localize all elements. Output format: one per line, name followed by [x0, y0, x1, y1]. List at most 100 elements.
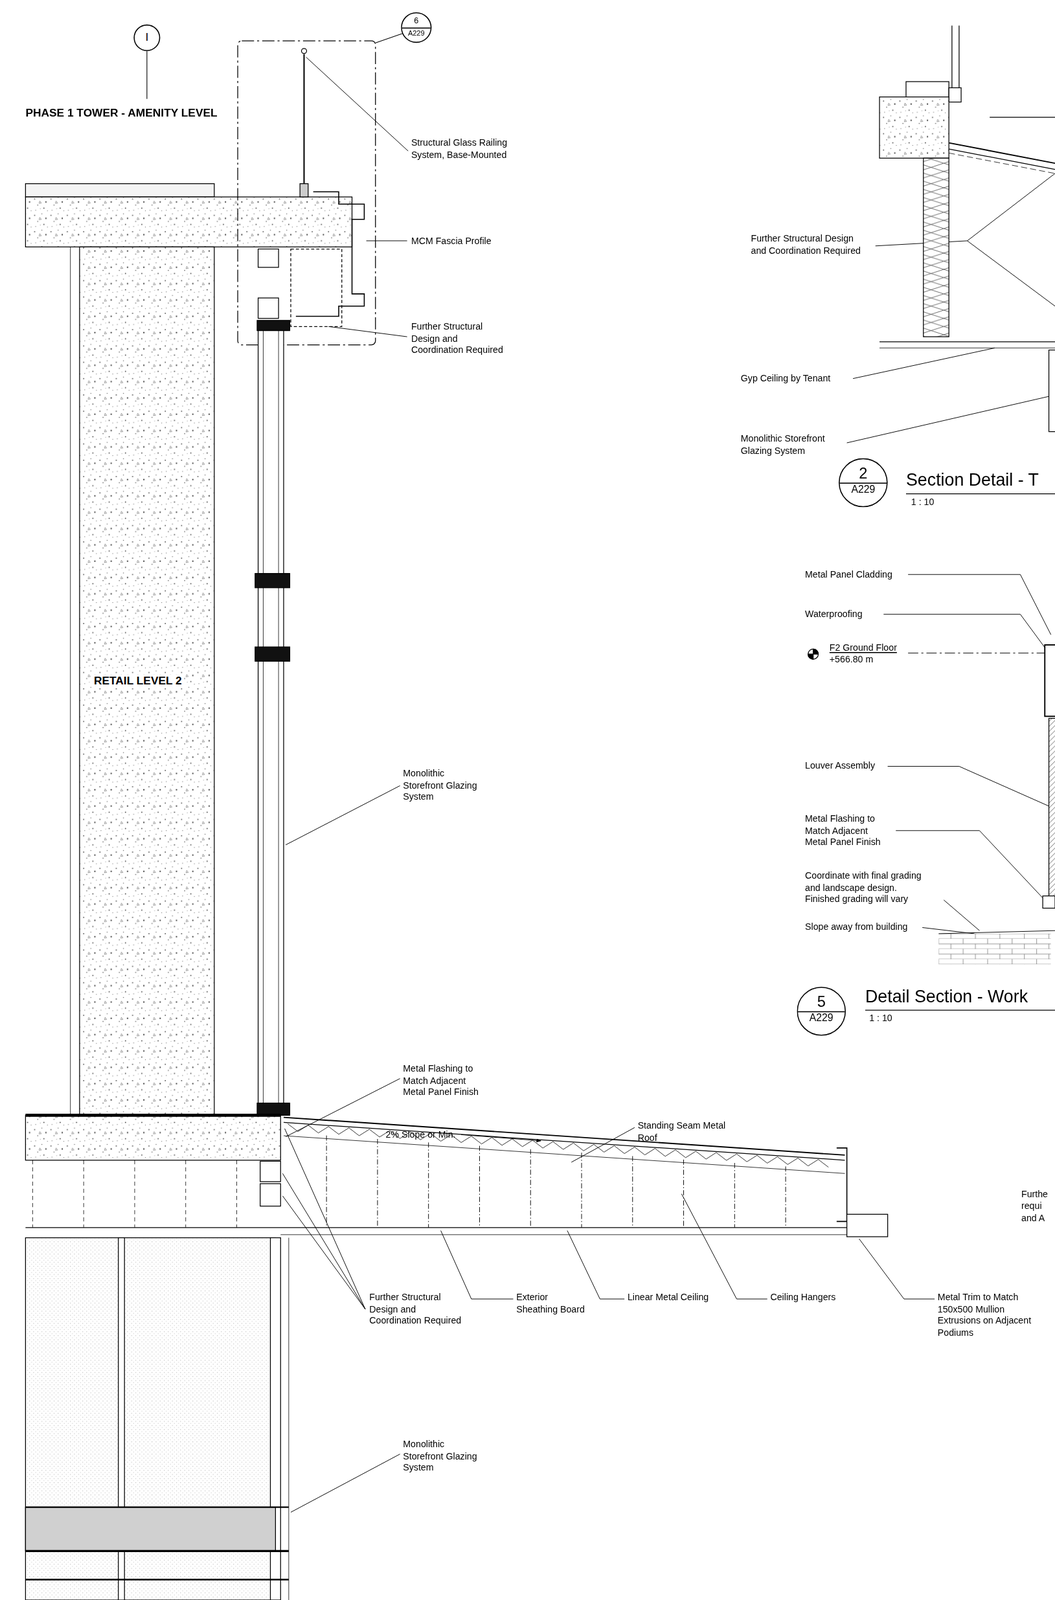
detail-scale-text: 1 : 10: [911, 496, 934, 509]
callout-note-text: Linear Metal Ceiling: [627, 1292, 709, 1304]
right-sections-part: [865, 1010, 1055, 1011]
left-section-part: [79, 246, 215, 1116]
left-section-part: [25, 1227, 888, 1228]
callout-note: Monolithic Storefront Glazing System: [402, 768, 483, 804]
right-sections-part: [906, 493, 1055, 495]
callout-divider: [402, 27, 431, 29]
right-sections-part: [879, 347, 1055, 349]
ceiling-hanger: [683, 1159, 684, 1228]
left-section-part: [258, 330, 284, 1116]
level-elevation: +566.80 m: [829, 654, 874, 666]
callout-number: 5: [797, 994, 845, 1010]
right-sections-part: [907, 652, 1055, 654]
callout-note: Gyp Ceiling by Tenant: [740, 373, 831, 386]
roof-deck: [287, 1124, 829, 1168]
leader-lines-part: [847, 395, 1052, 443]
left-section-part: [847, 1214, 888, 1237]
left-section-part: [280, 1234, 888, 1236]
callout-note: Louver Assembly: [805, 760, 875, 772]
detail-scale: 1 : 10: [911, 496, 934, 509]
leader-lines-part: [290, 1454, 401, 1513]
callout-note-text: Furthe: [1021, 1189, 1048, 1201]
callout-note: Further Structural Design and Coordinati…: [369, 1292, 467, 1328]
callout-number: 2: [839, 465, 887, 481]
leader-lines-part: [681, 1194, 767, 1300]
ceiling-hanger: [326, 1135, 328, 1228]
callout-note: Waterproofing: [805, 609, 863, 622]
left-section-part: [255, 646, 291, 662]
left-section-part: [258, 297, 280, 319]
callout-bubble: 2A229: [838, 458, 888, 508]
callout-divider: [797, 1010, 845, 1013]
level-name: RETAIL LEVEL 2: [91, 674, 184, 688]
left-section-part-part: [134, 1160, 135, 1228]
leader-lines-part: [895, 830, 1043, 899]
detail-scale: 1 : 10: [869, 1013, 892, 1026]
leader-lines-part: [571, 1127, 635, 1163]
ceiling-hanger: [428, 1142, 429, 1228]
right-sections-part: [1049, 718, 1055, 898]
left-section-part: [69, 246, 71, 1116]
callout-note: MCM Fascia Profile: [411, 235, 492, 248]
right-sections-part: [1049, 350, 1055, 432]
callout-note-text: Metal Flashing to Match Adjacent Metal P…: [402, 1063, 485, 1099]
callout-bubble: 5A229: [796, 986, 846, 1037]
leader-lines-part: [306, 56, 409, 151]
left-section-part: [237, 40, 376, 346]
callout-note-text: Metal Panel Cladding: [805, 569, 893, 581]
ceiling-hanger: [479, 1146, 480, 1228]
leader-lines-part: [883, 614, 1049, 654]
leader-lines-part: [907, 574, 1052, 635]
callout-note-text: Metal Flashing to Match Adjacent Metal P…: [805, 813, 887, 849]
left-section-part: [25, 1550, 289, 1553]
callout-note: Slope away from building: [805, 921, 908, 934]
callout-note-text: Monolithic Storefront Glazing System: [402, 1439, 483, 1475]
level-name: PHASE 1 TOWER - AMENITY LEVEL: [25, 106, 217, 120]
right-sections-part: [808, 648, 819, 660]
callout-note: Metal Panel Cladding: [805, 569, 893, 581]
leader-lines-part: [567, 1231, 625, 1300]
left-section-part: [260, 1183, 282, 1207]
leader-lines-part: [887, 766, 1050, 806]
callout-note-text: Further Structural Design and Coordinati…: [411, 321, 509, 357]
callout-note: Linear Metal Ceiling: [627, 1292, 709, 1304]
left-section-part-part: [185, 1160, 186, 1228]
callout-note: Metal Flashing to Match Adjacent Metal P…: [402, 1063, 485, 1099]
left-section-part: [836, 1148, 848, 1222]
left-section: [25, 33, 888, 1600]
ceiling-hanger: [530, 1149, 532, 1228]
slope-note-text: 2% Slope or Min.: [385, 1130, 456, 1142]
left-section-part: [25, 1506, 289, 1508]
right-sections-part: [938, 930, 1055, 934]
callout-note: Furthe: [1021, 1189, 1048, 1201]
callout-note: Metal Flashing to Match Adjacent Metal P…: [805, 813, 887, 849]
callout-note-text: Louver Assembly: [805, 760, 875, 772]
callout-bubble: 6A229: [400, 12, 432, 43]
callout-note: Structural Glass Railing System, Base-Mo…: [411, 137, 526, 162]
callout-note-text: requi: [1021, 1201, 1043, 1214]
callout-note-text: Waterproofing: [805, 609, 863, 622]
level-name-text: RETAIL LEVEL 2: [91, 674, 184, 688]
left-section-part: [25, 1113, 281, 1118]
right-sections-part: [1044, 645, 1055, 717]
left-section-part: [146, 51, 148, 100]
right-sections-part: [1042, 896, 1055, 909]
ceiling-hanger: [376, 1139, 378, 1228]
ceiling-hanger: [581, 1152, 583, 1228]
callout-note: Standing Seam Metal Roof: [637, 1120, 732, 1144]
right-sections-part: [938, 933, 1051, 965]
leader-lines-part: [852, 347, 995, 379]
leader-lines-part: [943, 900, 980, 931]
level-name: F2 Ground Floor: [829, 643, 897, 655]
level-name-text: PHASE 1 TOWER - AMENITY LEVEL: [25, 106, 217, 120]
left-section-part: [25, 1507, 276, 1552]
leader-lines-part: [282, 1173, 366, 1310]
left-section-part: [25, 1115, 281, 1160]
left-section-part: [303, 54, 305, 184]
callout-note: Further Structural Design and Coordinati…: [751, 233, 864, 258]
leader-lines-part: [859, 1238, 936, 1300]
detail-title: Section Detail - T: [906, 470, 1039, 491]
left-section-part: [32, 1160, 237, 1228]
